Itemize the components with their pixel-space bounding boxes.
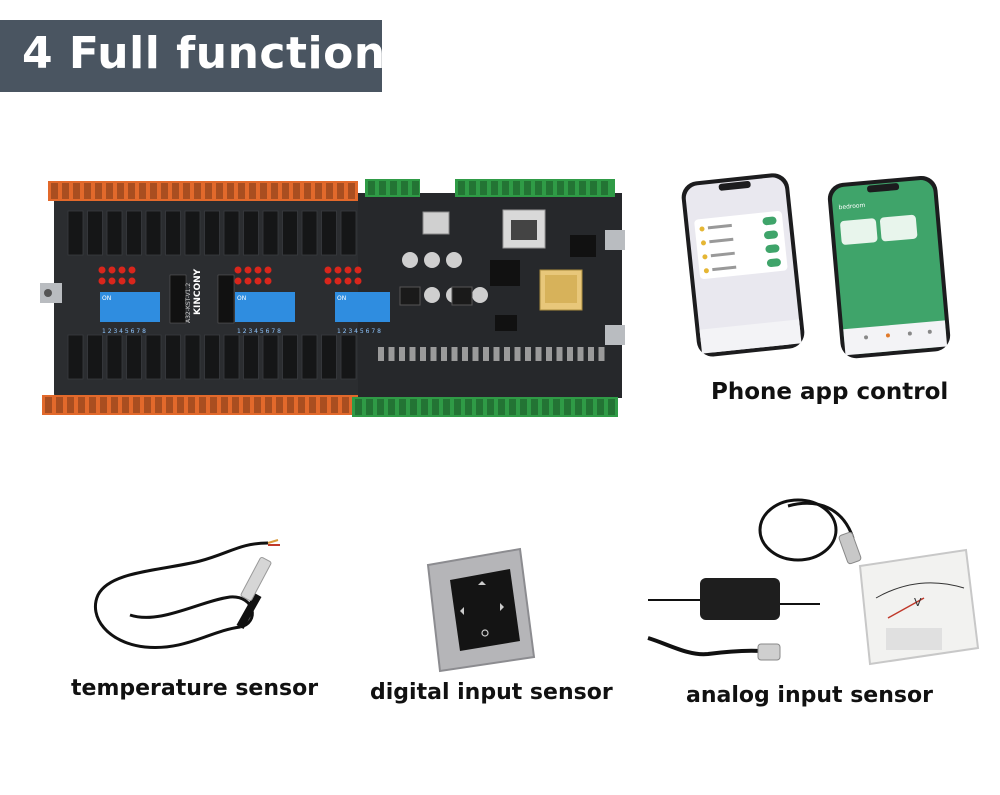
dip-switch-3: ON 1 2 3 4 5 6 7 8 (335, 292, 390, 335)
analog-input-sensor-image: V (647, 498, 980, 666)
temperature-sensor-caption: temperature sensor (71, 676, 319, 701)
page-title: 4 Full function (22, 28, 386, 79)
dip-switch-1: ON 1 2 3 4 5 6 7 8 (100, 292, 160, 335)
phone-left (681, 173, 805, 357)
top-green-terminals (365, 179, 615, 197)
svg-text:1 2 3 4 5 6 7 8: 1 2 3 4 5 6 7 8 (102, 328, 146, 335)
bottom-orange-terminals (42, 395, 360, 415)
dip-switch-2: ON 1 2 3 4 5 6 7 8 (235, 292, 295, 335)
bottom-green-terminals (352, 397, 618, 417)
relay-controller-board: ON 1 2 3 4 5 6 7 8 ON 1 2 3 4 5 6 7 8 ON… (40, 179, 625, 417)
relay-row-top (67, 210, 357, 256)
led-indicators (98, 266, 362, 285)
svg-text:1 2 3 4 5 6 7 8: 1 2 3 4 5 6 7 8 (337, 328, 381, 335)
relay-row-bottom (67, 334, 357, 380)
digital-input-sensor-caption: digital input sensor (370, 680, 613, 705)
analog-input-sensor-caption: analog input sensor (686, 683, 933, 708)
app-header: bedroom (838, 202, 865, 211)
app-toggle-list (694, 210, 788, 280)
svg-text:1 2 3 4 5 6 7 8: 1 2 3 4 5 6 7 8 (237, 328, 281, 335)
digital-input-sensor-image (426, 547, 536, 673)
input-components (378, 347, 605, 361)
title-banner: 4 Full function (0, 20, 385, 92)
top-orange-terminals (48, 181, 358, 201)
model-label: A32-KST-V1.2 (185, 283, 192, 323)
voltmeter: V (858, 548, 980, 666)
temperature-sensor-image (93, 539, 280, 650)
meter-unit: V (914, 596, 922, 609)
svg-text:ON: ON (102, 295, 111, 302)
phone-right: bedroom (827, 175, 951, 359)
phone-app-caption: Phone app control (711, 379, 949, 405)
svg-text:ON: ON (237, 295, 246, 302)
svg-text:ON: ON (337, 295, 346, 302)
brand-label: KINCONY (193, 268, 203, 315)
